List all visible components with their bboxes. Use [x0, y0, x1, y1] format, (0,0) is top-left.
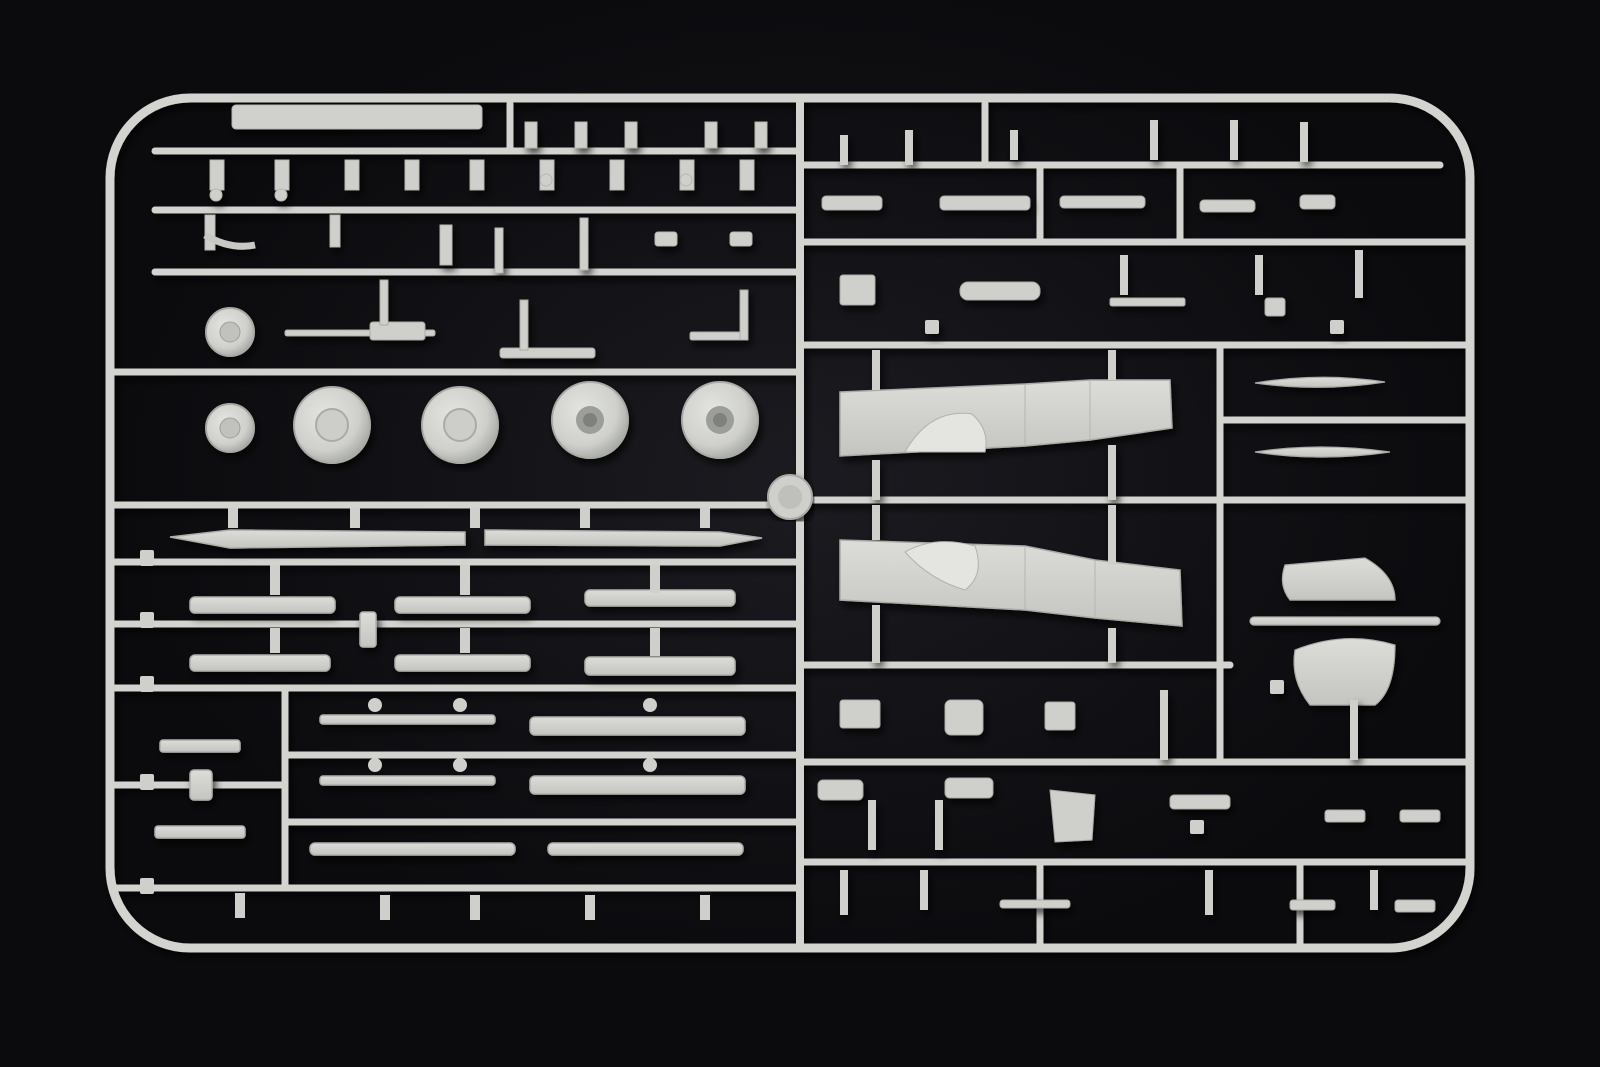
wheel-2 [421, 386, 499, 464]
blade-parts [154, 529, 763, 856]
wheels [205, 279, 759, 464]
panel-lower [839, 539, 1183, 627]
right-upper-parts [821, 120, 1363, 334]
wheel-3 [551, 381, 629, 459]
right-side-parts [1249, 376, 1441, 706]
wheel-1 [293, 386, 371, 464]
gate-nubs [140, 508, 710, 920]
left-upper-parts [203, 104, 768, 274]
small-hub-1 [205, 307, 255, 357]
sprue-frame [105, 93, 1475, 953]
small-hub-2 [205, 403, 255, 453]
wheel-4 [681, 381, 759, 459]
long-part-bar [231, 104, 483, 130]
right-lower-parts [817, 680, 1441, 915]
large-panels [839, 350, 1183, 663]
sprue-tag [767, 474, 813, 520]
panel-upper [839, 379, 1173, 457]
